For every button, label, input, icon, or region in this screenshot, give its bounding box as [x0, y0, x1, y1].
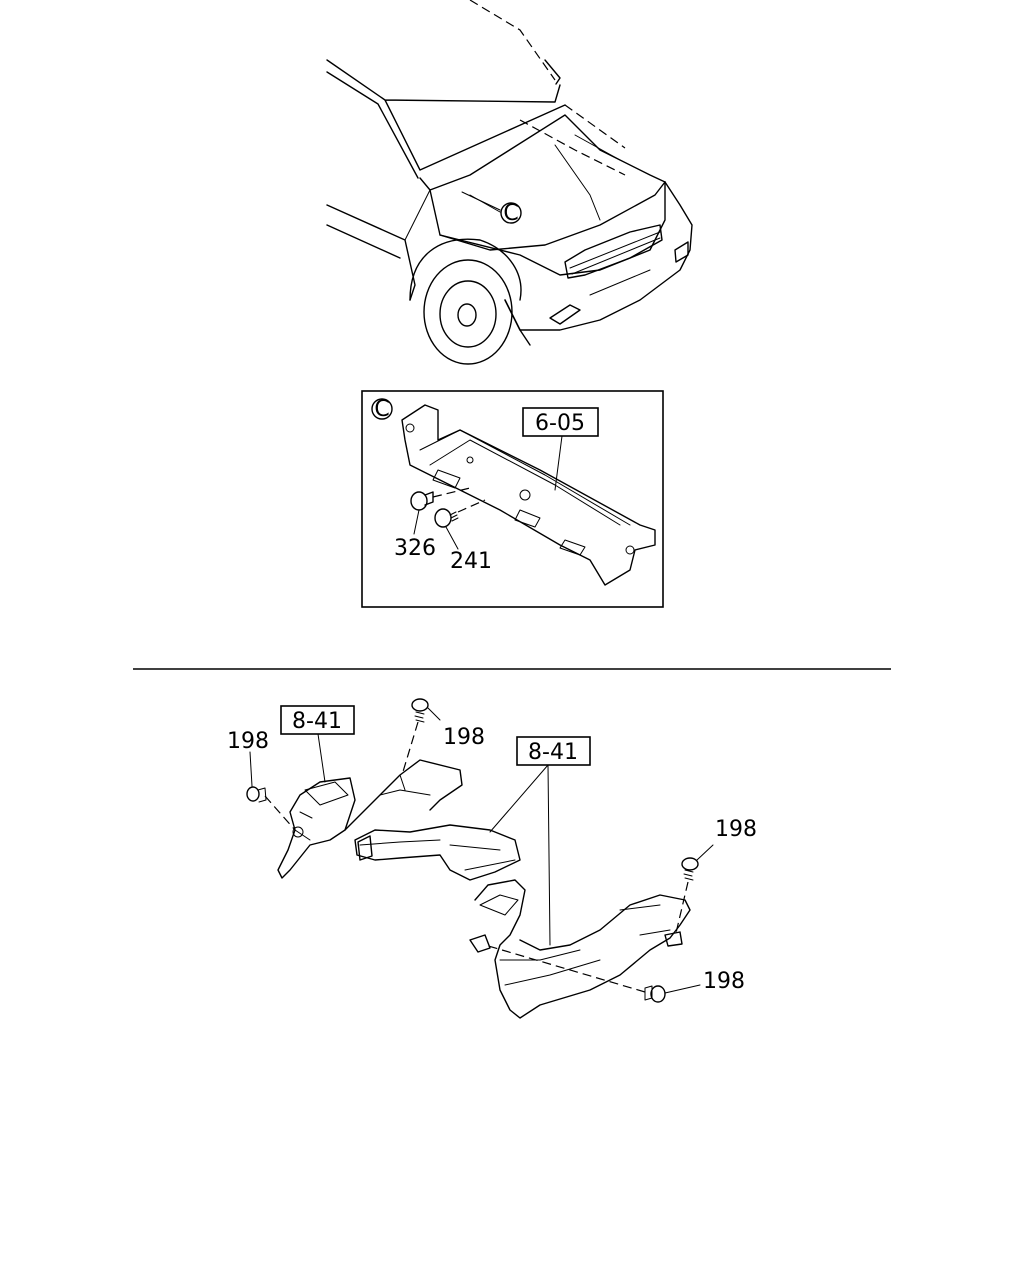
screw-part-241	[434, 499, 486, 550]
part-label-198-bottom: 198	[703, 969, 745, 994]
clip-part-198-left	[246, 751, 296, 831]
reference-label-6-05: 6-05	[535, 411, 585, 436]
clip-part-198-bottom	[484, 944, 701, 1003]
callout-marker-vehicle: C	[503, 201, 518, 226]
clip-part-198-top	[401, 698, 441, 776]
reference-box-8-41-right	[516, 736, 591, 766]
reference-box-6-05	[522, 407, 599, 437]
clip-part-198-right	[675, 844, 714, 934]
callout-marker-detail: C	[374, 397, 389, 422]
upper-air-duct	[277, 759, 521, 881]
reference-label-8-41-right: 8-41	[528, 740, 578, 765]
part-label-198-left: 198	[227, 729, 269, 754]
part-label-326: 326	[394, 536, 436, 561]
reference-box-8-41-left	[280, 705, 355, 735]
reference-label-8-41-left: 8-41	[292, 709, 342, 734]
clip-part-326	[410, 487, 471, 535]
lower-air-duct	[469, 879, 691, 1019]
cowl-panel	[401, 404, 656, 586]
vehicle-illustration: C	[326, 0, 693, 365]
part-label-198-top: 198	[443, 725, 485, 750]
part-label-198-right: 198	[715, 817, 757, 842]
part-label-241: 241	[450, 549, 492, 574]
detail-c-inset: C 326 241	[361, 390, 664, 608]
